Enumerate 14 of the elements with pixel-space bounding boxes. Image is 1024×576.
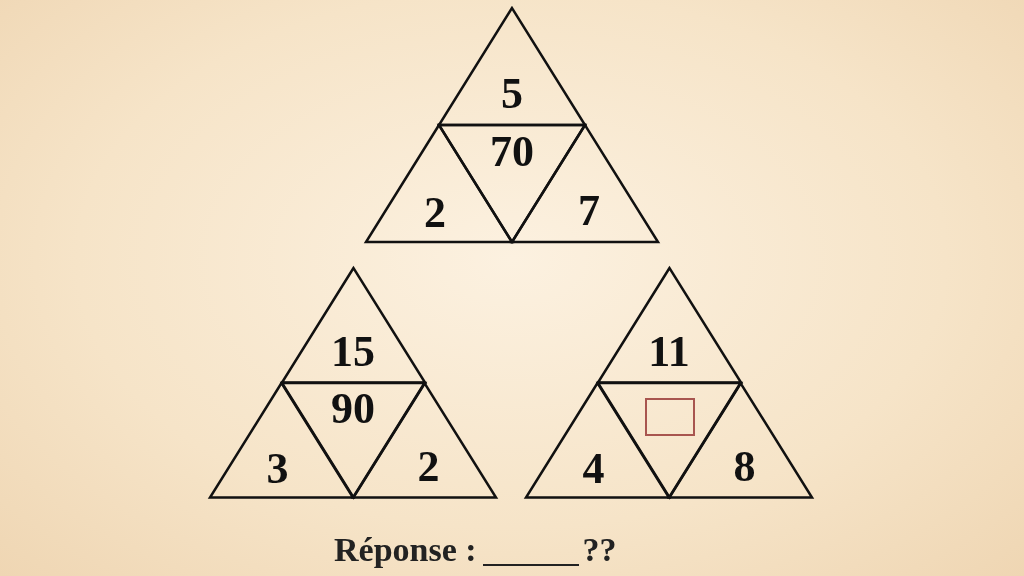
question-marks: ??: [582, 533, 617, 567]
number: 8: [733, 444, 756, 489]
number: 3: [266, 446, 289, 491]
number: 70: [490, 130, 534, 174]
number: 15: [331, 330, 375, 375]
answer-prompt: Réponse :: [334, 533, 477, 567]
number: 4: [582, 446, 605, 491]
number: 11: [648, 330, 690, 375]
number: 5: [501, 72, 523, 116]
number: 7: [578, 189, 600, 233]
number: 90: [331, 386, 375, 431]
answer-box: [644, 397, 695, 436]
number: 2: [424, 191, 446, 235]
number: 2: [417, 444, 440, 489]
